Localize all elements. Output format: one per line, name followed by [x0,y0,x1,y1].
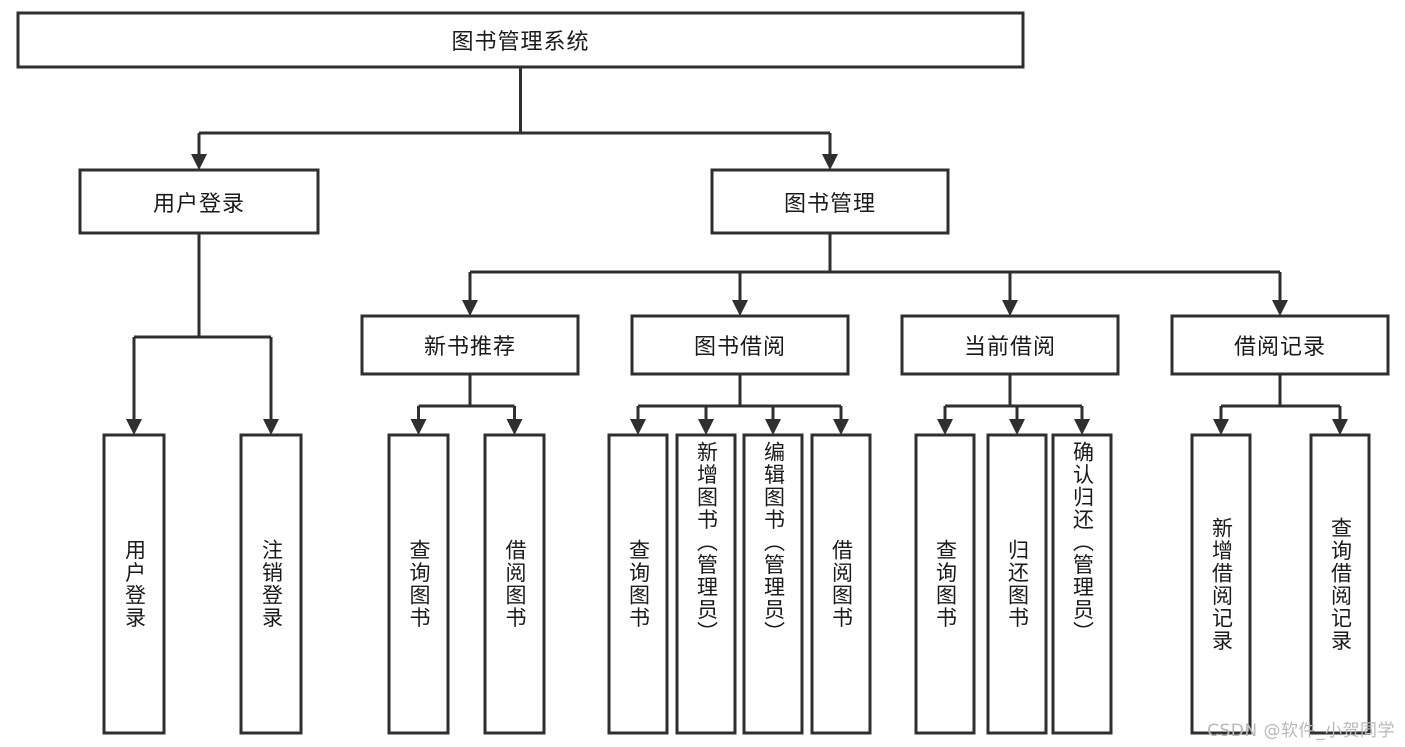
connector-group-root [191,67,838,170]
node-leaf-borrow-book-1[interactable] [483,433,546,735]
node-root-system[interactable] [16,11,1025,69]
node-book-borrow[interactable] [630,314,850,376]
node-leaf-query-book-2[interactable] [607,433,669,735]
connector-group-current-borrow [937,374,1090,435]
node-new-book-recommend[interactable] [360,314,580,376]
node-leaf-add-record[interactable] [1190,433,1252,735]
node-leaf-add-book[interactable] [675,433,737,735]
node-borrow-record[interactable] [1170,314,1390,376]
node-current-borrow[interactable] [900,314,1120,376]
watermark-text: CSDN @软件_小贺同学 [1207,721,1395,741]
connector-group-book-manage [462,233,1288,316]
node-leaf-confirm-return[interactable] [1051,433,1113,735]
node-leaf-return-book[interactable] [986,433,1048,735]
node-leaf-borrow-book-2[interactable] [810,433,872,735]
node-leaf-query-book-1[interactable] [387,433,450,735]
connector-group-borrow-record [1213,374,1348,435]
node-user-login[interactable] [78,168,320,235]
connector-group-new-book-recommend [410,374,523,435]
node-leaf-edit-book[interactable] [742,433,804,735]
node-leaf-query-book-3[interactable] [914,433,976,735]
connector-group-user-login [126,233,279,435]
node-leaf-user-login[interactable] [102,433,166,735]
node-leaf-user-logout[interactable] [239,433,303,735]
node-leaf-query-record[interactable] [1309,433,1371,735]
node-book-manage[interactable] [710,168,950,235]
connector-group-book-borrow [630,374,849,435]
